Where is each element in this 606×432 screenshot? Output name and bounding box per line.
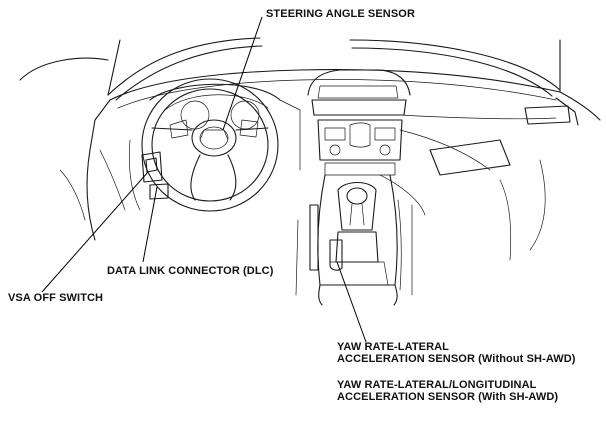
yaw-sensor-with-shawd-label-line2: ACCELERATION SENSOR (With SH-AWD) xyxy=(337,391,559,403)
dashboard-top xyxy=(89,69,579,151)
yaw-sensor-with-shawd-label-line1: YAW RATE-LATERAL/LONGITUDINAL xyxy=(337,379,537,391)
data-link-connector-label: DATA LINK CONNECTOR (DLC) xyxy=(107,265,274,277)
left-switch-panel xyxy=(99,139,169,211)
yaw-sensor-without-shawd-label-line1: YAW RATE-LATERAL xyxy=(337,341,450,353)
vsa-off-switch-label: VSA OFF SWITCH xyxy=(8,292,104,304)
leader-lines xyxy=(41,16,367,343)
right-door-panel xyxy=(379,91,601,261)
steering-angle-sensor-label: STEERING ANGLE SENSOR xyxy=(266,8,415,20)
windshield-frame xyxy=(107,37,561,101)
yaw-sensor-without-shawd-label-line2: ACCELERATION SENSOR (Without SH-AWD) xyxy=(337,353,576,365)
center-console xyxy=(295,174,413,306)
left-door-panel xyxy=(19,57,109,241)
center-stack xyxy=(307,69,411,176)
steering-wheel xyxy=(141,78,279,212)
